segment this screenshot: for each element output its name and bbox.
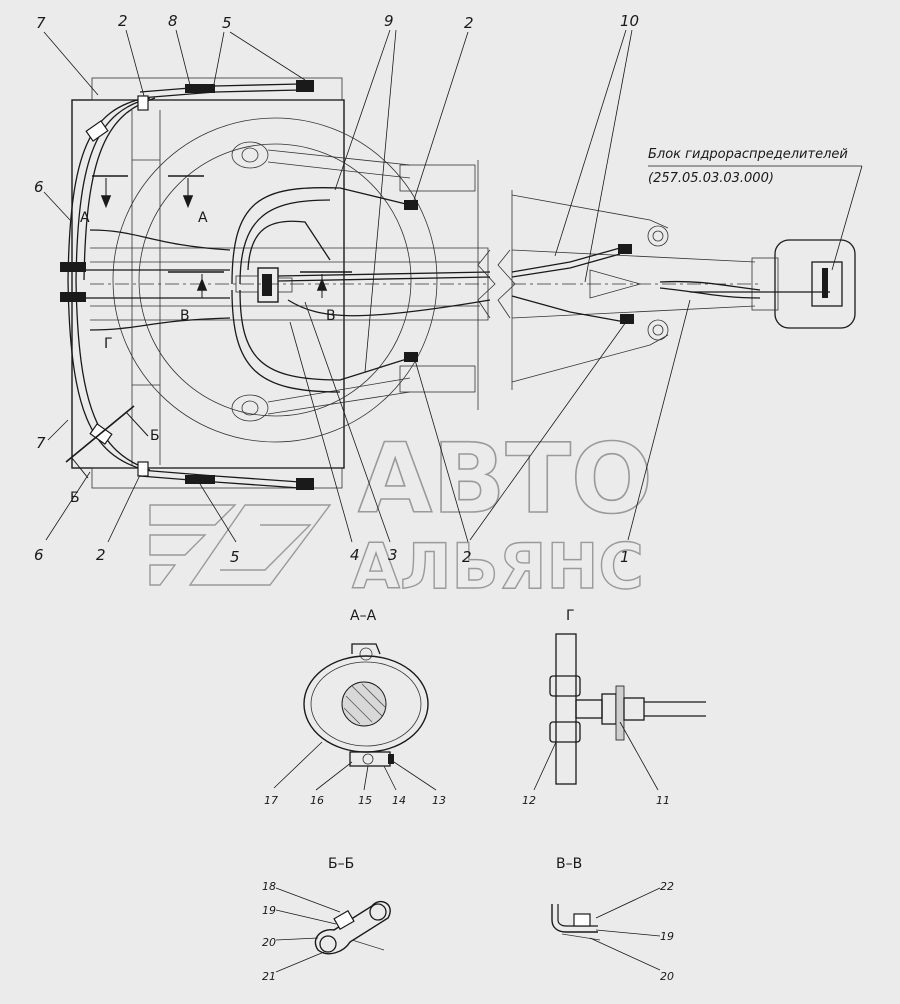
section-bb-title: Б–Б bbox=[328, 856, 354, 872]
view-letter-v2: В bbox=[326, 308, 336, 324]
watermark-line2: АЛЬЯНС bbox=[352, 530, 644, 603]
callout-top-4: 5 bbox=[222, 14, 232, 32]
section-aa-label-5: 13 bbox=[432, 794, 446, 807]
section-aa: А–А 17 16 15 14 13 bbox=[264, 608, 446, 807]
callout-bottom-2: 5 bbox=[230, 548, 240, 566]
section-vv-title: В–В bbox=[556, 856, 582, 872]
callout-bottom-6: 1 bbox=[620, 548, 630, 566]
section-g-label-1: 12 bbox=[522, 794, 536, 807]
view-letter-b2: Б bbox=[70, 490, 80, 506]
section-vv-label-3: 20 bbox=[660, 970, 674, 983]
section-bb-label-2: 19 bbox=[262, 904, 276, 917]
section-g-title: Г bbox=[566, 608, 575, 624]
section-vv: В–В 22 19 20 bbox=[551, 856, 674, 983]
view-letter-g: Г bbox=[104, 336, 113, 352]
section-vv-label-1: 22 bbox=[660, 880, 674, 893]
view-letter-v1: В bbox=[180, 308, 190, 324]
section-aa-label-3: 15 bbox=[358, 794, 372, 807]
callout-top-7: 10 bbox=[620, 12, 639, 30]
distributor-block bbox=[811, 261, 843, 307]
section-g: Г 12 11 bbox=[522, 608, 706, 807]
turntable-circle bbox=[112, 117, 438, 443]
section-vv-label-2: 19 bbox=[660, 930, 674, 943]
callout-bottom-4: 3 bbox=[388, 546, 398, 564]
section-marks bbox=[65, 175, 352, 479]
section-bb-label-4: 21 bbox=[262, 970, 276, 983]
section-aa-title: А–А bbox=[350, 608, 377, 624]
view-letter-b1: Б bbox=[150, 428, 160, 444]
turntable-inner bbox=[138, 143, 412, 417]
callout-top-5: 9 bbox=[384, 12, 394, 30]
callout-top-6: 2 bbox=[464, 14, 474, 32]
section-g-label-2: 11 bbox=[656, 794, 670, 807]
bottom-plate bbox=[91, 467, 343, 489]
section-bb-label-1: 18 bbox=[262, 880, 276, 893]
block-name: Блок гидрораспределителей bbox=[648, 147, 848, 162]
callout-top-1: 7 bbox=[36, 14, 46, 32]
hose-routes bbox=[60, 80, 761, 490]
distributor-housing bbox=[774, 239, 856, 329]
watermark-logo bbox=[149, 504, 332, 586]
callout-left-2: 7 bbox=[36, 434, 46, 452]
view-letter-a2: А bbox=[198, 210, 208, 226]
callouts: 7 2 8 5 9 2 10 6 7 6 2 5 4 3 2 1 А А В В… bbox=[34, 12, 848, 566]
section-aa-label-4: 14 bbox=[392, 794, 406, 807]
callout-bottom-1: 2 bbox=[96, 546, 106, 564]
block-code: (257.05.03.03.000) bbox=[648, 171, 774, 186]
callout-left-3: 6 bbox=[34, 546, 44, 564]
top-plate bbox=[91, 77, 343, 101]
watermark: АВТО АЛЬЯНС bbox=[149, 422, 653, 604]
section-aa-label-1: 17 bbox=[264, 794, 278, 807]
section-aa-label-2: 16 bbox=[310, 794, 324, 807]
watermark-line1: АВТО bbox=[358, 423, 653, 535]
callout-bottom-3: 4 bbox=[350, 546, 360, 564]
section-bb-label-3: 20 bbox=[262, 936, 276, 949]
leader-lines bbox=[43, 29, 863, 543]
callout-left-1: 6 bbox=[34, 178, 44, 196]
callout-top-2: 2 bbox=[118, 12, 128, 30]
callout-top-3: 8 bbox=[168, 12, 178, 30]
section-bb: Б–Б 18 19 20 21 bbox=[262, 856, 391, 983]
view-letter-a1: А bbox=[80, 210, 90, 226]
callout-bottom-5: 2 bbox=[462, 548, 472, 566]
main-assembly bbox=[71, 77, 856, 489]
